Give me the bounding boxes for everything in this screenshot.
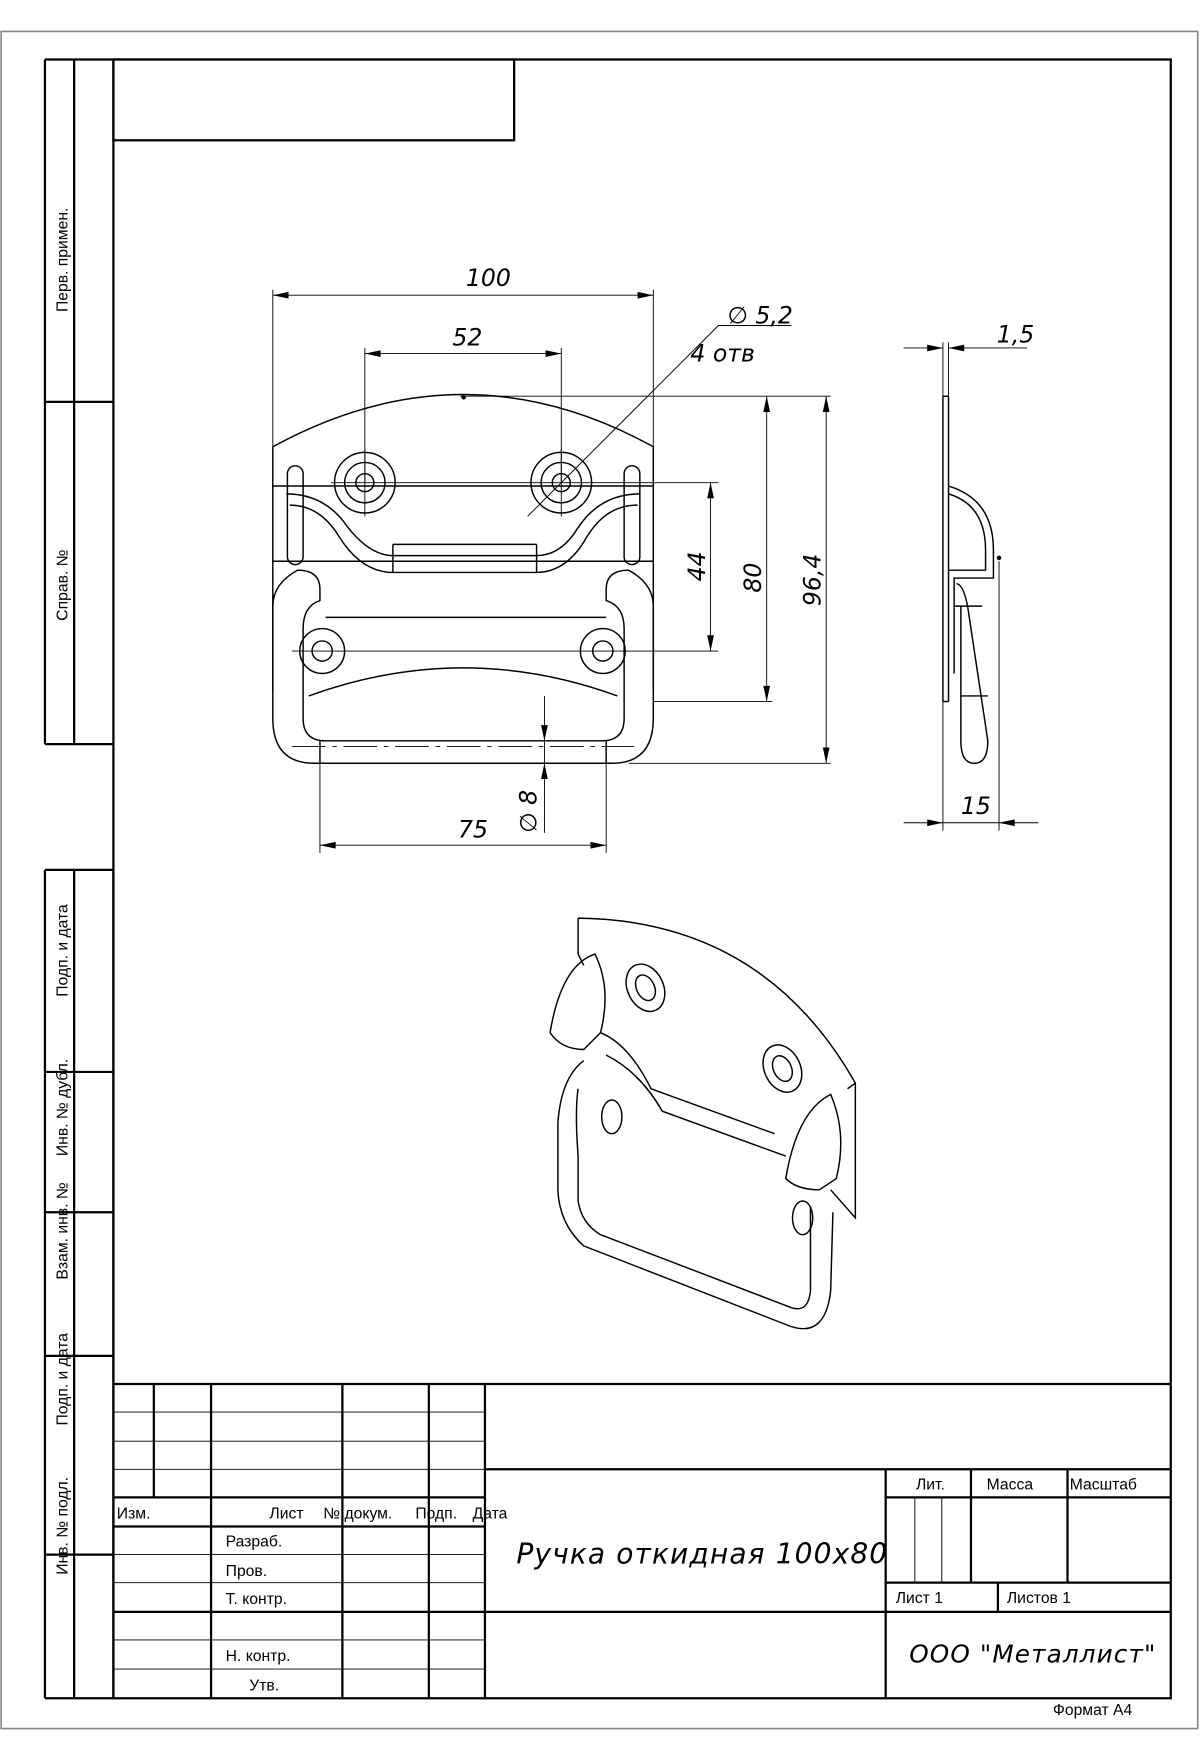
format-label: Формат А4 [1053,1702,1133,1719]
dim-rod-diameter: ∅ 8 [515,790,543,833]
label-lit: Лит. [916,1476,945,1493]
trim-frame [0,30,1199,1730]
left-strip: Перв. примен. Справ. № Подп. и дата Инв.… [43,58,115,1700]
dim-height-96-4: 96,4 [799,554,827,606]
label-sheet: Лист 1 [896,1590,943,1607]
label-perv-primen: Перв. примен. [54,208,71,312]
role-t-kontr: Т. контр. [226,1591,287,1608]
role-n-kontr: Н. контр. [226,1648,291,1665]
drawing-title: Ручка откидная 100х80 [516,1538,888,1571]
dim-hole-spacing-52: 52 [452,324,482,352]
isometric-view [549,917,857,1330]
label-inv-podl: Инв. № подл. [54,1477,71,1575]
dim-hole-diameter: ∅ 5,2 [727,301,793,329]
label-inv-dubl: Инв. № дубл. [54,1059,71,1156]
label-masshtab: Масштаб [1070,1476,1137,1493]
dim-handle-width-75: 75 [458,815,488,843]
header-n-dokum: № докум. [323,1506,392,1523]
drawing-frame [112,58,1172,1700]
label-podp-data-1: Подп. и дата [54,904,71,997]
label-vzam-inv: Взам. инв. № [54,1182,71,1279]
title-block: Изм. Лист № докум. Подп. Дата Разраб. Пр… [113,1382,1171,1719]
label-sprav-no: Справ. № [54,549,71,620]
label-podp-data-2: Подп. и дата [54,1333,71,1426]
header-podp: Подп. [415,1506,457,1523]
label-massa: Масса [987,1476,1034,1493]
front-view [272,393,719,764]
dim-thickness: 1,5 [997,320,1034,348]
header-data: Дата [473,1506,508,1523]
header-izm: Изм. [117,1506,151,1523]
header-list: Лист [269,1506,303,1523]
role-utv: Утв. [249,1677,279,1694]
label-sheets: Листов 1 [1007,1590,1071,1607]
dim-depth-15: 15 [961,792,991,820]
dim-hole-count: 4 отв [690,339,755,367]
company-name: ООО "Металлист" [909,1639,1156,1668]
dim-height-80: 80 [739,563,767,593]
dimension-lines: 100 52 ∅ 5,2 4 отв 1,5 44 80 96,4 15 ∅ 8… [272,264,1039,854]
side-view [942,395,1002,764]
dim-spacing-44: 44 [683,551,711,581]
top-left-box [112,58,516,142]
dim-width-100: 100 [466,264,511,292]
role-prov: Пров. [226,1563,267,1580]
role-razrab: Разраб. [226,1534,283,1551]
